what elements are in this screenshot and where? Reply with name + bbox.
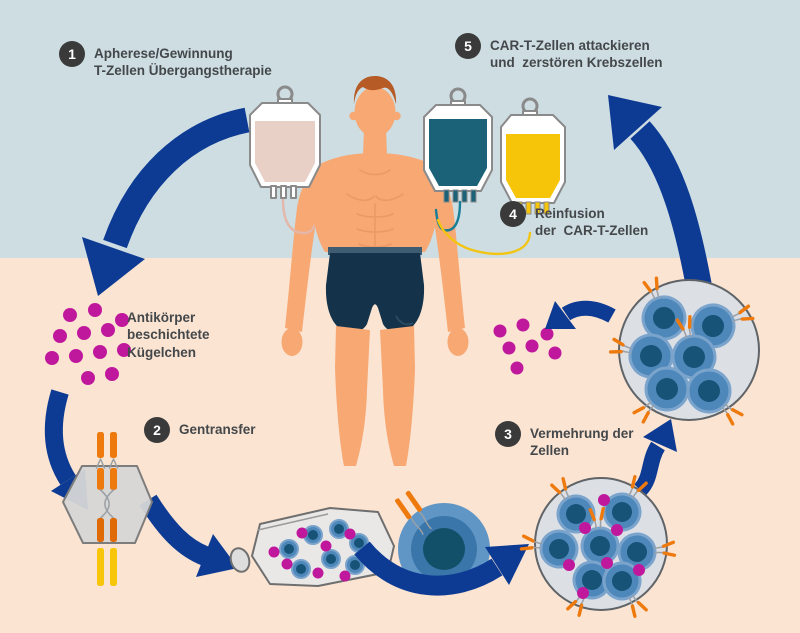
left-ear <box>349 111 358 121</box>
step-1-label: Apherese/Gewinnung T-Zellen Übergangsthe… <box>94 46 272 79</box>
bead-dot <box>88 303 102 317</box>
teal-infusion-bag-icon <box>423 87 493 203</box>
yellow-infusion-bag-icon <box>500 97 566 215</box>
arrow-bead-removal <box>545 300 616 329</box>
step-3-label: Vermehrung der Zellen <box>530 426 634 459</box>
right-hand <box>447 328 469 356</box>
bead-dot <box>548 346 562 360</box>
step-5: 5 CAR-T-Zellen attackieren und zerstören… <box>455 33 663 72</box>
step-1: 1 Apherese/Gewinnung T-Zellen Übergangst… <box>59 41 272 80</box>
boxer-shorts <box>325 253 425 333</box>
torso <box>311 153 439 252</box>
right-leg <box>380 326 415 466</box>
step-4-badge: 4 <box>500 201 526 227</box>
bead-dot <box>115 313 129 327</box>
patient-figure <box>281 76 469 466</box>
step-3: 3 Vermehrung der Zellen <box>495 421 634 460</box>
expansion-dish-with-beads-icon <box>519 475 677 618</box>
hair <box>353 76 397 104</box>
bead-dot <box>502 341 516 355</box>
bead-dot <box>493 324 507 338</box>
dish-beads <box>563 494 645 599</box>
bead-dot <box>45 351 59 365</box>
bead-dot <box>540 327 554 341</box>
left-leg <box>335 326 370 466</box>
shorts-seam <box>395 315 414 326</box>
bead-dot <box>93 345 107 359</box>
step-4: 4 Reinfusion der CAR-T-Zellen <box>500 201 648 240</box>
step-2-badge: 2 <box>144 417 170 443</box>
arrow-reinfusion-cycle <box>608 95 713 295</box>
step-5-badge: 5 <box>455 33 481 59</box>
arrow-vector-to-flask <box>139 494 238 577</box>
bead-dot <box>510 361 524 375</box>
bead-dot <box>81 371 95 385</box>
arrow-flask-to-expansion <box>354 541 529 596</box>
bead-dot <box>69 349 83 363</box>
bead-dot <box>516 318 530 332</box>
plasma-bag-icon <box>249 85 321 199</box>
step-2-label: Gentransfer <box>179 422 256 437</box>
bead-dot <box>117 343 131 357</box>
plasma-tube <box>281 197 316 235</box>
head <box>354 87 396 137</box>
left-hand <box>281 328 303 356</box>
bead-dot <box>525 339 539 353</box>
yellow-tube <box>436 218 532 256</box>
step-2: 2 Gentransfer <box>144 417 256 443</box>
step-5-label: CAR-T-Zellen attackieren und zerstören K… <box>490 38 663 71</box>
step-4-label: Reinfusion der CAR-T-Zellen <box>535 206 649 239</box>
right-ear <box>392 111 401 121</box>
flask-cells <box>279 519 369 579</box>
beads-annotation: Antikörper beschichtete Kügelchen <box>127 310 210 360</box>
step-3-badge: 3 <box>495 421 521 447</box>
car-t-cell-dish-icon <box>608 276 760 426</box>
bead-dot <box>53 329 67 343</box>
waistband <box>328 247 422 255</box>
step-1-badge: 1 <box>59 41 85 67</box>
viral-vector-hexagon-icon <box>62 432 153 586</box>
bead-dot <box>101 323 115 337</box>
bead-dot <box>63 308 77 322</box>
bead-dot <box>77 326 91 340</box>
arrow-apheresis <box>82 107 250 296</box>
bead-dot <box>105 367 119 381</box>
car-gene-construct-icon <box>95 432 119 586</box>
antibody-beads-cluster-icon <box>45 303 131 385</box>
car-receptor-icon <box>395 490 432 535</box>
removed-beads-cluster-icon <box>493 318 562 375</box>
